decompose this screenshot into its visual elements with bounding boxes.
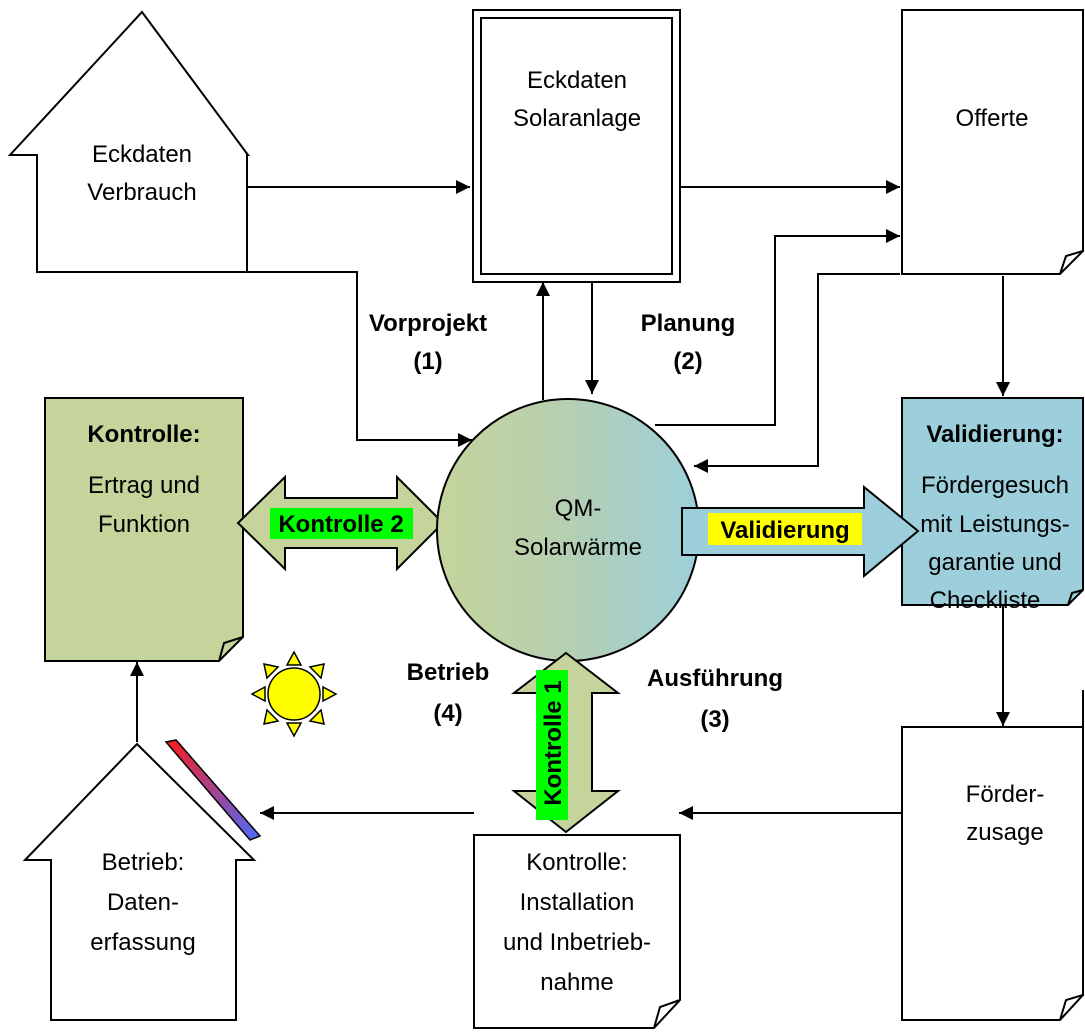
sun-icon — [250, 650, 338, 738]
doc-validierung-shape — [901, 397, 1084, 606]
house-top-line2: Verbrauch — [87, 179, 196, 206]
sun-ray-e — [322, 685, 338, 703]
arrow-kontrolle-1-label: Kontrolle 1 — [540, 680, 567, 805]
phase3-number: (3) — [700, 706, 729, 733]
doc-kontrolle-line1: Ertrag und — [88, 472, 200, 499]
arrow-validierung-label: Validierung — [720, 517, 849, 544]
doc-validierung: Validierung: Fördergesuch mit Leistungs-… — [901, 397, 1084, 614]
phase1-title: Vorprojekt — [369, 310, 487, 337]
doc-kontrolle-title: Kontrolle: — [87, 421, 200, 448]
doc-validierung-line1: Fördergesuch — [921, 472, 1069, 499]
doc-offerte-label: Offerte — [956, 105, 1029, 132]
doc-foerderzusage: Förder- zusage — [901, 690, 1084, 1021]
box-outer — [472, 9, 681, 283]
doc-offerte-fold — [1059, 250, 1084, 275]
phase2-number: (2) — [673, 348, 702, 375]
sun-ray-se — [308, 708, 325, 725]
doc-validierung-line2: mit Leistungs- — [920, 511, 1069, 538]
arrow-offerte-to-qm — [694, 273, 900, 473]
phase3-title: Ausführung — [647, 665, 783, 692]
sun-core — [267, 667, 321, 721]
doc-install-line4: nahme — [540, 969, 613, 996]
doc-offerte: Offerte — [901, 9, 1084, 275]
doc-foerder-line2: zusage — [966, 819, 1043, 846]
phase2-title: Planung — [641, 310, 736, 337]
center-qm-solarwaerme: QM- Solarwärme — [436, 398, 700, 662]
phase1-number: (1) — [413, 348, 442, 375]
sun-ray-nw — [263, 663, 280, 680]
doc-kontrolle-installation: Kontrolle: Installation und Inbetrieb- n… — [473, 834, 681, 1029]
box-eckdaten-solaranlage: Eckdaten Solaranlage — [472, 9, 681, 283]
arrow-kontrolle-1: Kontrolle 1 — [511, 651, 621, 834]
doc-validierung-line3: garantie und — [928, 549, 1061, 576]
house-bottom-line2: Daten- — [107, 889, 179, 916]
house-bottom-line3: erfassung — [90, 929, 195, 956]
doc-validierung-line4: Checkliste — [930, 587, 1041, 614]
arrow-qm-to-offerte — [655, 229, 900, 426]
doc-validierung-fold — [1067, 589, 1084, 606]
sun-ray-w — [250, 685, 266, 703]
arrow-kontrolle-2-highlight — [270, 508, 413, 539]
doc-foerder-line1: Förder- — [966, 781, 1045, 808]
doc-kontrolle-line2: Funktion — [98, 511, 190, 538]
doc-foerder-fold — [1059, 994, 1084, 1021]
box-solar-line1: Eckdaten — [527, 67, 627, 94]
doc-install-fold — [653, 999, 681, 1029]
doc-install-line2: Installation — [520, 889, 635, 916]
doc-foerder-shape — [901, 690, 1084, 1021]
center-line1: QM- — [555, 495, 602, 522]
center-line2: Solarwärme — [514, 534, 642, 561]
doc-kontrolle-ertrag: Kontrolle: Ertrag und Funktion — [44, 397, 244, 662]
arrow-kontrolle-1-highlight — [536, 670, 568, 820]
sun-ray-sw — [263, 708, 280, 725]
arrow-kontrolle-2-label: Kontrolle 2 — [278, 511, 403, 538]
house-bottom-line1: Betrieb: — [102, 849, 185, 876]
arrow-validierung-highlight — [708, 513, 862, 545]
box-solar-line2: Solaranlage — [513, 105, 641, 132]
arrow-validierung: Validierung — [681, 484, 920, 579]
solar-panel-icon — [164, 739, 262, 841]
phase-labels: Vorprojekt (1) Planung (2) Ausführung (3… — [369, 310, 783, 733]
box-inner — [480, 17, 673, 275]
doc-kontrolle-shape — [44, 397, 244, 662]
house-eckdaten-verbrauch: Eckdaten Verbrauch — [7, 10, 250, 273]
sun-ray-s — [285, 722, 303, 738]
sun-ray-ne — [308, 663, 325, 680]
phase4-number: (4) — [433, 700, 462, 727]
house-top-line1: Eckdaten — [92, 141, 192, 168]
arrow-verbrauch-to-qm — [247, 271, 472, 447]
connectors — [130, 180, 1010, 820]
doc-install-line1: Kontrolle: — [526, 849, 627, 876]
doc-install-line3: und Inbetrieb- — [503, 929, 651, 956]
doc-offerte-shape — [901, 9, 1084, 275]
house-bottom-shape — [22, 742, 257, 1021]
center-circle — [436, 398, 700, 662]
sun-ray-n — [285, 650, 303, 666]
house-shape — [7, 10, 250, 273]
arrow-kontrolle-2: Kontrolle 2 — [236, 474, 445, 572]
house-betrieb-datenerfassung: Betrieb: Daten- erfassung — [22, 739, 262, 1021]
doc-validierung-title: Validierung: — [926, 421, 1063, 448]
phase4-title: Betrieb — [407, 659, 490, 686]
doc-kontrolle-fold — [218, 636, 244, 662]
doc-install-shape — [473, 834, 681, 1029]
